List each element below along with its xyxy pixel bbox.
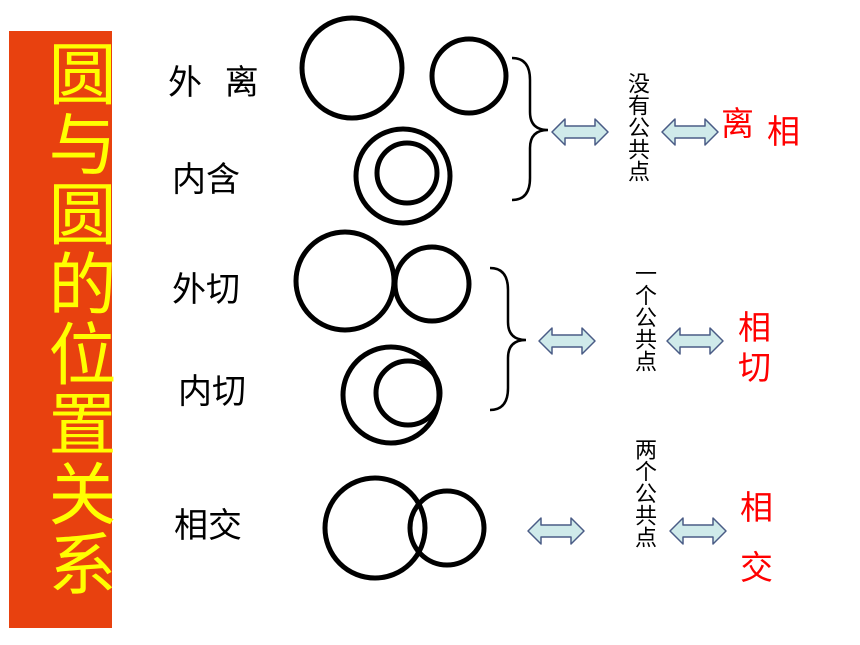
external-tangent-circles bbox=[293, 229, 472, 333]
label-waili: 外 离 bbox=[168, 63, 265, 103]
intersecting-circles bbox=[322, 475, 487, 581]
brace-tangent bbox=[489, 266, 527, 412]
internal-tangent-circles bbox=[340, 344, 443, 446]
circle bbox=[374, 140, 440, 206]
relation-intersect-jiao: 交 bbox=[740, 548, 773, 587]
internal-contain-circles bbox=[353, 126, 453, 226]
label-xiangjiao: 相交 bbox=[174, 506, 242, 546]
double-arrow-icon bbox=[527, 517, 585, 545]
circle bbox=[322, 475, 428, 581]
points-one: 一个公共点 bbox=[631, 262, 656, 372]
relation-separate-xiang: 相 bbox=[767, 112, 800, 151]
double-arrow-icon bbox=[661, 118, 719, 146]
double-arrow-icon bbox=[551, 118, 609, 146]
relation-tangent: 相切 bbox=[738, 308, 771, 387]
label-waiqie: 外切 bbox=[172, 270, 240, 310]
double-arrow-icon bbox=[538, 327, 596, 355]
circle bbox=[373, 358, 443, 428]
title-box: 圆与圆的位置关系 bbox=[9, 31, 115, 628]
relation-intersect-xiang: 相 bbox=[740, 488, 773, 527]
circle bbox=[293, 229, 397, 333]
circle bbox=[392, 244, 472, 324]
points-two: 两个公共点 bbox=[631, 438, 656, 548]
circle bbox=[340, 344, 442, 446]
page-title: 圆与圆的位置关系 bbox=[36, 39, 115, 599]
label-neiqie: 内切 bbox=[178, 372, 246, 412]
circle bbox=[429, 36, 509, 116]
circle bbox=[407, 488, 487, 568]
brace-separate bbox=[511, 56, 549, 202]
label-neihan: 内含 bbox=[172, 160, 240, 200]
double-arrow-icon bbox=[666, 327, 724, 355]
points-none: 没有公共点 bbox=[624, 72, 649, 182]
circle bbox=[299, 15, 405, 121]
external-separate-circles bbox=[299, 15, 509, 121]
double-arrow-icon bbox=[669, 517, 727, 545]
relation-separate-li: 离 bbox=[721, 104, 754, 143]
circle bbox=[353, 126, 453, 226]
